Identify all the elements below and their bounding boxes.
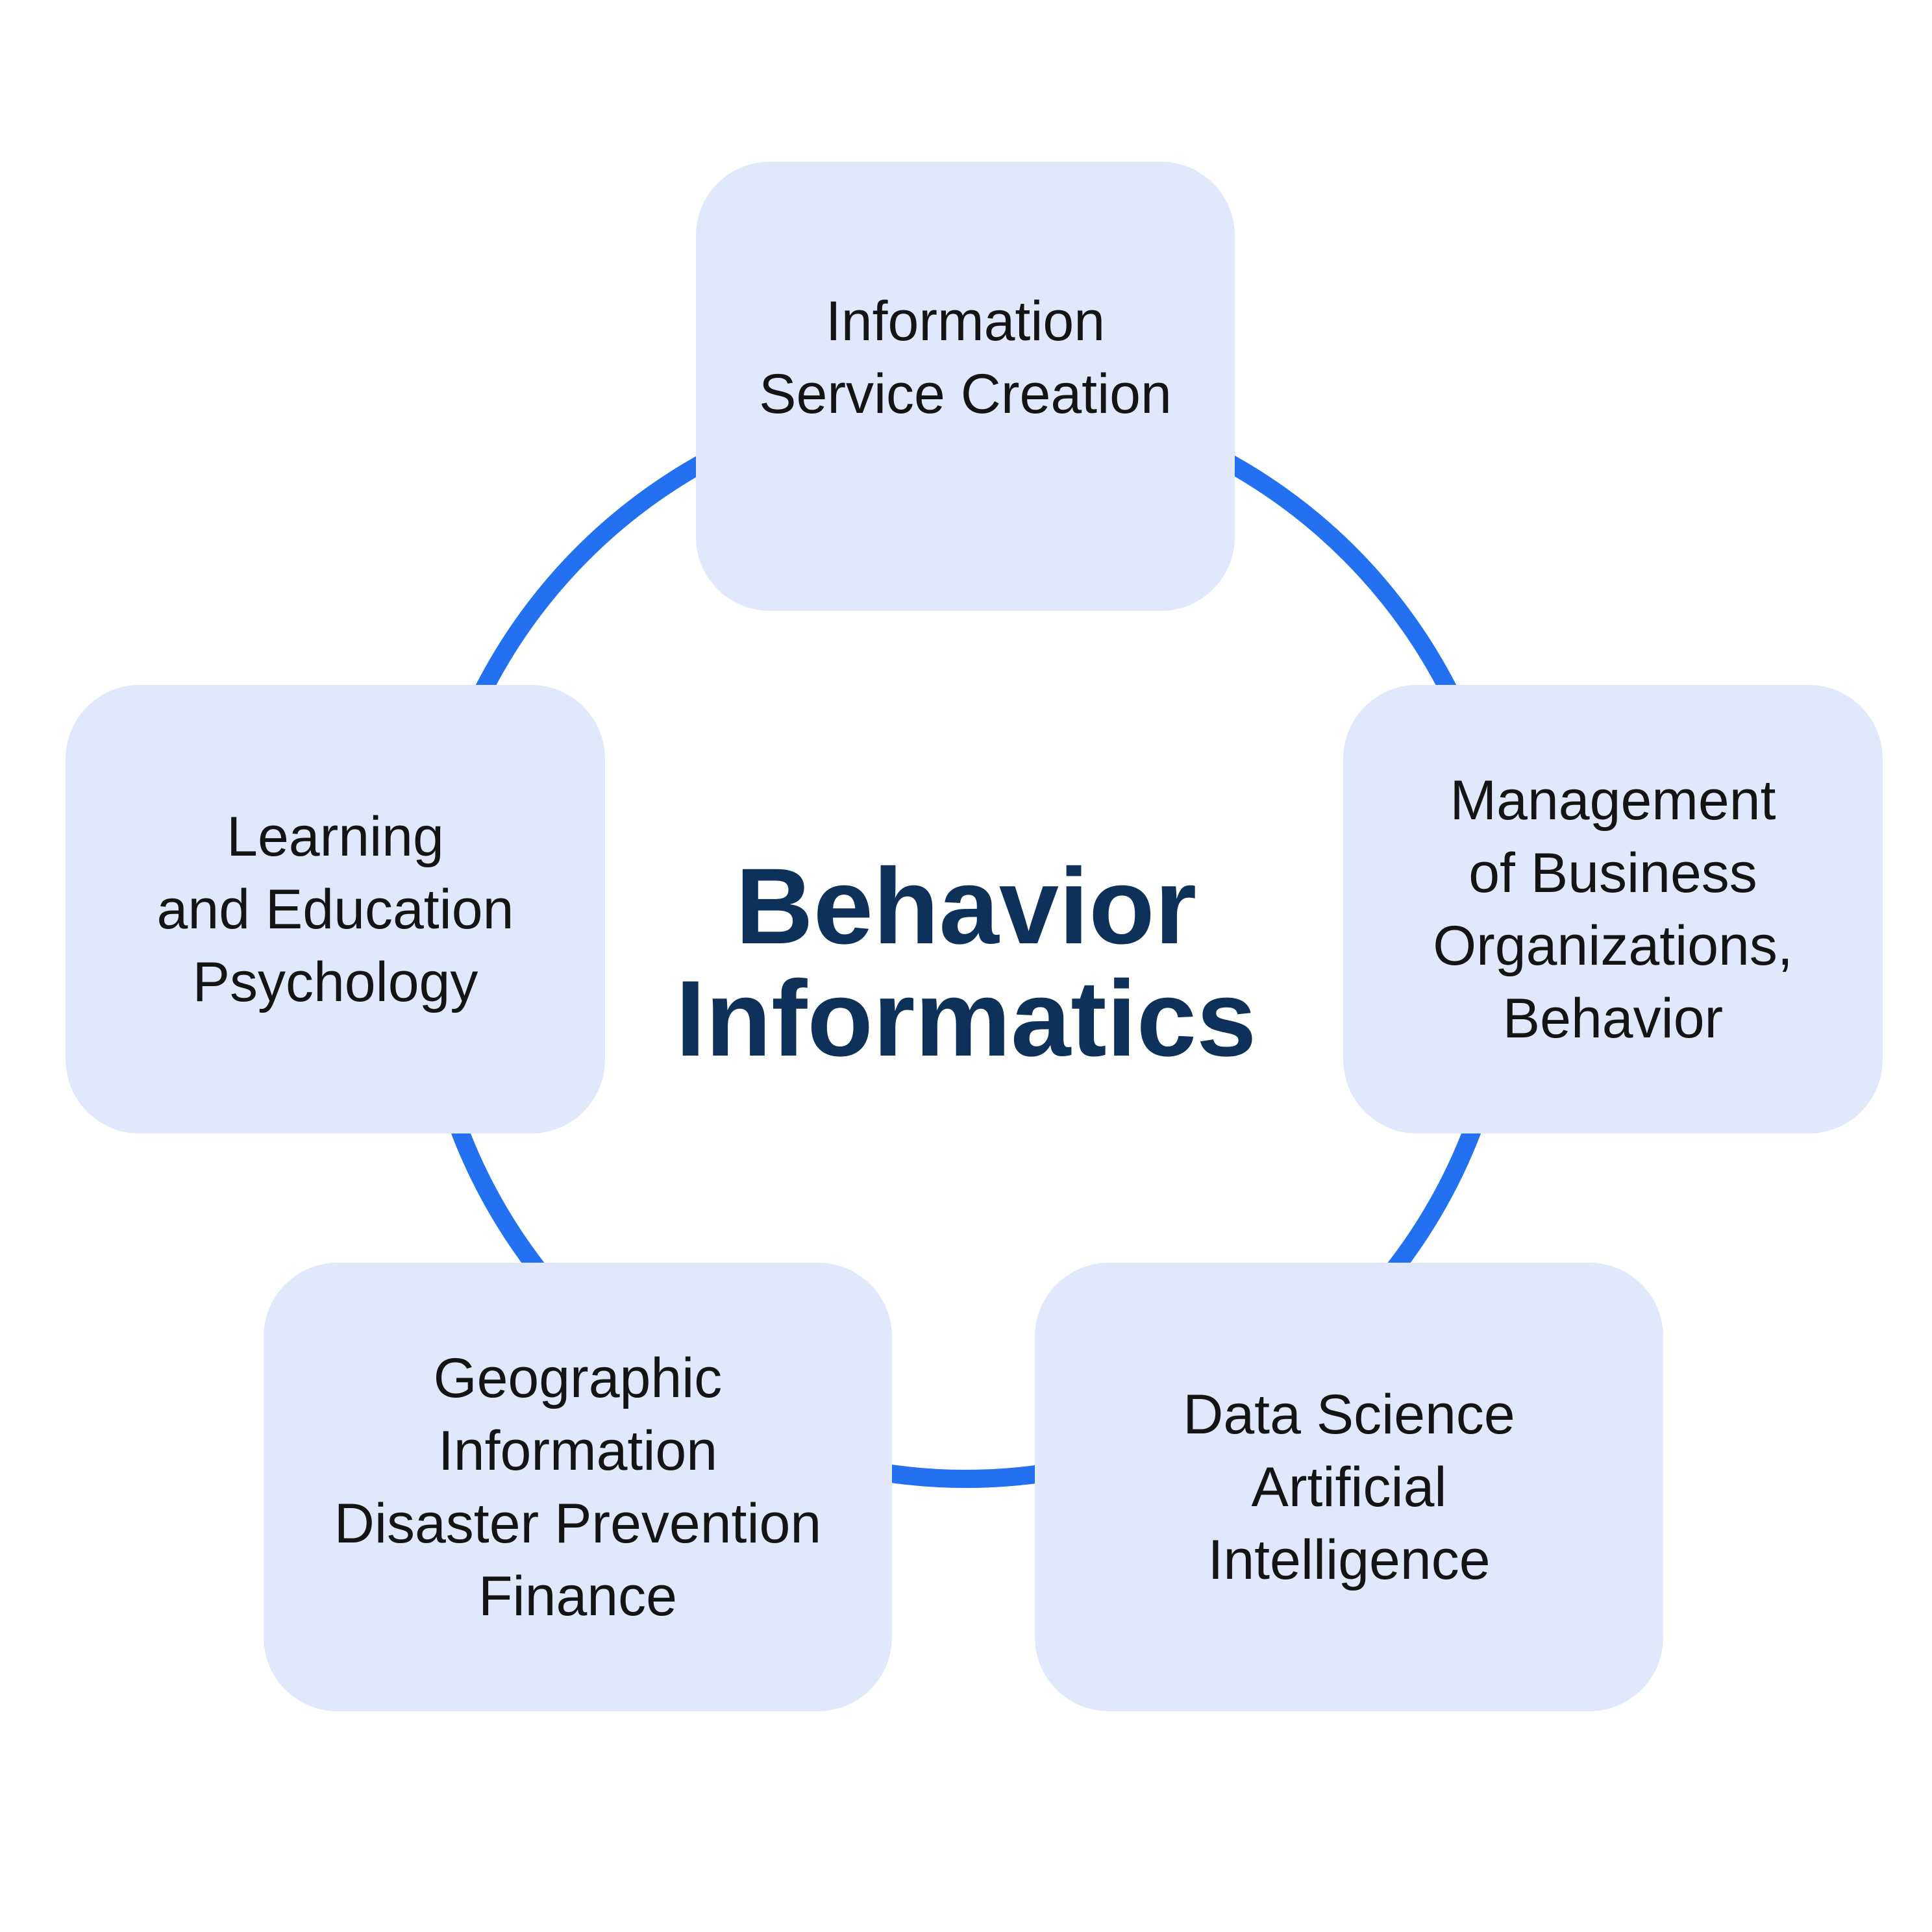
node-management-business: Management of Business Organizations, Be… — [1343, 685, 1883, 1133]
node-information-service-creation: Information Service Creation — [696, 162, 1235, 611]
node-label: Learning and Education Psychology — [156, 805, 514, 1013]
node-learning-education: Learning and Education Psychology — [66, 685, 605, 1133]
node-geographic-information: Geographic Information Disaster Preventi… — [264, 1263, 892, 1711]
center-title: Behavior Informatics — [675, 847, 1257, 1079]
node-label: Geographic Information Disaster Preventi… — [334, 1346, 822, 1628]
node-label: Management of Business Organizations, Be… — [1433, 769, 1793, 1050]
node-label: Information Service Creation — [759, 290, 1172, 425]
node-data-science-ai: Data Science Artificial Intelligence — [1035, 1263, 1663, 1711]
node-label: Data Science Artificial Intelligence — [1183, 1383, 1515, 1591]
